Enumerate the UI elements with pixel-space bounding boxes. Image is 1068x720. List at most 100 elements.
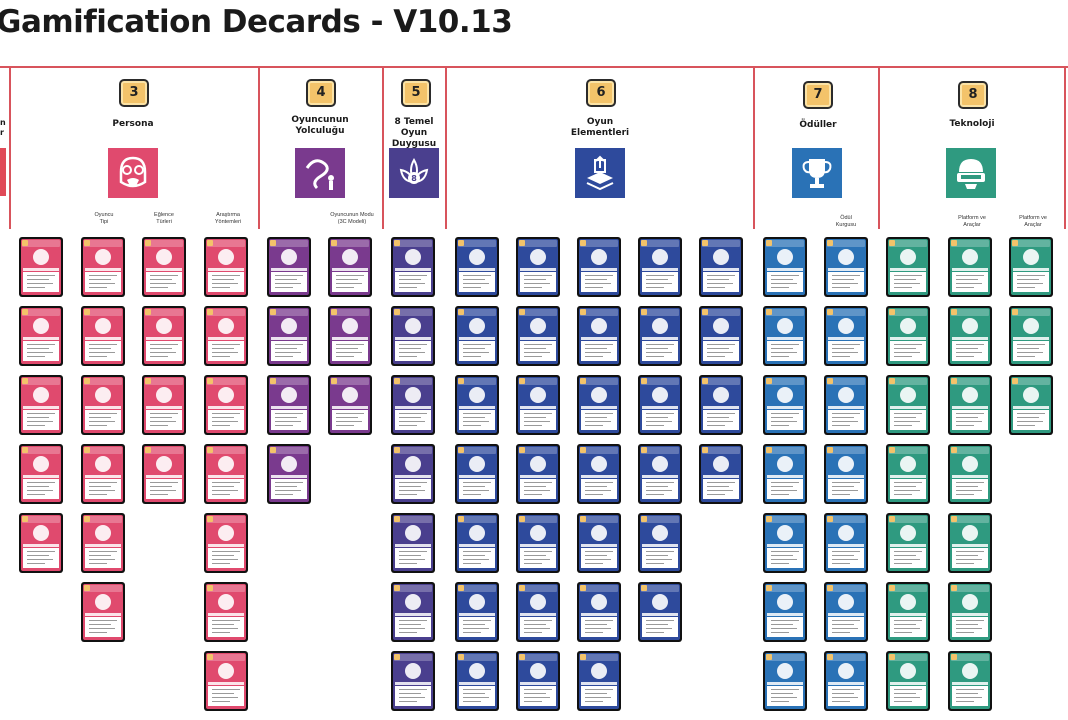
deck-card: [455, 651, 499, 711]
deck-card: [267, 444, 311, 504]
deck-card: [204, 513, 248, 573]
deck-card: [391, 306, 435, 366]
deck-card: [516, 651, 560, 711]
deck-card: [142, 375, 186, 435]
column-sublabel: Ödül Kurgusu: [835, 215, 857, 228]
deck-card: [19, 375, 63, 435]
deck-card: [763, 582, 807, 642]
deck-card: [328, 237, 372, 297]
deck-card: [1009, 306, 1053, 366]
column-sublabel: Oyuncu Tipi: [94, 212, 114, 225]
deck-card: [699, 375, 743, 435]
deck-card: [204, 651, 248, 711]
deck-card: [824, 444, 868, 504]
deck-card: [516, 582, 560, 642]
deck-card: [763, 306, 807, 366]
section-divider: [9, 66, 11, 229]
deck-card: [763, 651, 807, 711]
deck-card: [638, 444, 682, 504]
deck-card: [948, 237, 992, 297]
section-title: Ödüller: [799, 120, 837, 130]
journey-path-icon: [295, 148, 345, 198]
deck-card: [763, 513, 807, 573]
vr-headset-icon: [946, 148, 996, 198]
deck-card: [577, 651, 621, 711]
deck-card: [204, 582, 248, 642]
deck-card: [638, 306, 682, 366]
column-sublabel: Platform ve Araçlar: [958, 215, 986, 228]
deck-card: [142, 444, 186, 504]
deck-card: [455, 444, 499, 504]
deck-card: [886, 375, 930, 435]
deck-card: [577, 375, 621, 435]
deck-card: [391, 582, 435, 642]
deck-card: [824, 651, 868, 711]
deck-card: [824, 375, 868, 435]
deck-card: [577, 237, 621, 297]
section-title: Persona: [112, 119, 154, 129]
deck-card: [516, 513, 560, 573]
deck-card: [391, 651, 435, 711]
deck-card: [391, 444, 435, 504]
deck-card: [391, 237, 435, 297]
deck-card: [948, 582, 992, 642]
deck-card: [19, 306, 63, 366]
deck-card: [19, 513, 63, 573]
deck-card: [516, 306, 560, 366]
deck-card: [948, 651, 992, 711]
deck-card: [824, 306, 868, 366]
stacked-layers-icon: [575, 148, 625, 198]
section-number-badge: 8: [958, 81, 988, 109]
deck-card: [81, 306, 125, 366]
deck-card: [577, 444, 621, 504]
deck-card: [328, 306, 372, 366]
section-divider: [878, 66, 880, 229]
deck-card: [824, 582, 868, 642]
aviator-helmet-icon: [108, 148, 158, 198]
section-number-badge: 3: [119, 79, 149, 107]
deck-card: [142, 306, 186, 366]
deck-card: [81, 582, 125, 642]
deck-card: [886, 444, 930, 504]
deck-card: [824, 513, 868, 573]
header-divider: [0, 66, 1068, 68]
deck-card: [763, 237, 807, 297]
deck-card: [577, 513, 621, 573]
section-divider: [753, 66, 755, 229]
deck-card: [886, 582, 930, 642]
deck-card: [699, 306, 743, 366]
deck-card: [638, 582, 682, 642]
section-divider: [445, 66, 447, 229]
column-sublabel: Platform ve Araçlar: [1019, 215, 1047, 228]
column-sublabel: Oyuncunun Modu (3C Modeli): [330, 212, 374, 225]
deck-card: [763, 375, 807, 435]
deck-card: [516, 375, 560, 435]
deck-card: [204, 237, 248, 297]
deck-card: [81, 444, 125, 504]
section-divider: [1064, 66, 1066, 229]
column-sublabel: Eğlence Türleri: [154, 212, 174, 225]
deck-card: [81, 375, 125, 435]
deck-card: [763, 444, 807, 504]
section-number-badge: 4: [306, 79, 336, 107]
deck-card: [516, 237, 560, 297]
octalysis-lotus-icon: 8: [389, 148, 439, 198]
deck-card: [577, 306, 621, 366]
deck-card: [886, 237, 930, 297]
deck-card: [328, 375, 372, 435]
cut-section-title: n r: [0, 118, 6, 137]
deck-card: [455, 582, 499, 642]
svg-text:8: 8: [411, 174, 417, 183]
page-title: Gamification Decards - V10.13: [0, 4, 513, 40]
deck-card: [638, 237, 682, 297]
deck-card: [81, 513, 125, 573]
deck-card: [638, 513, 682, 573]
trophy-icon: [792, 148, 842, 198]
deck-card: [699, 444, 743, 504]
deck-card: [824, 237, 868, 297]
deck-card: [1009, 237, 1053, 297]
deck-card: [204, 444, 248, 504]
section-title: 8 Temel Oyun Duygusu: [391, 117, 437, 149]
section-divider: [258, 66, 260, 229]
section-number-badge: 7: [803, 81, 833, 109]
